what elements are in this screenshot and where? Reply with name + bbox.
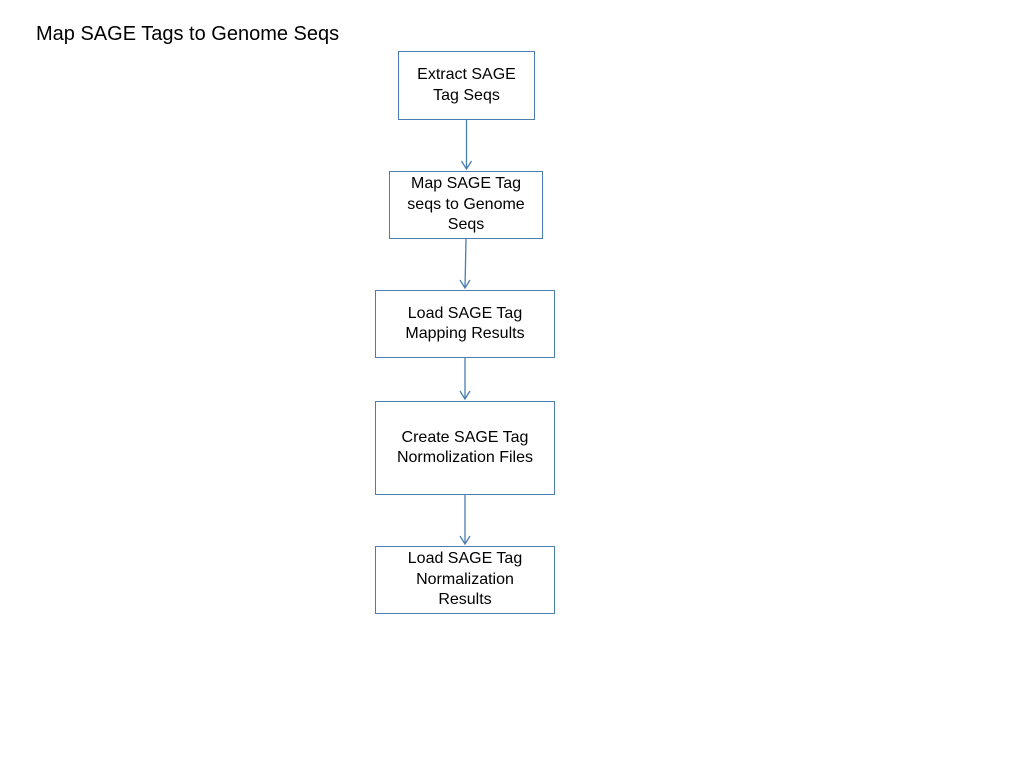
step-label: Map SAGE Tag seqs to Genome Seqs	[407, 175, 525, 234]
step-create-normalization-files[interactable]: Create SAGE Tag Normolization Files	[375, 401, 555, 495]
arrow-head	[460, 160, 473, 171]
step-load-mapping-results[interactable]: Load SAGE Tag Mapping Results	[375, 290, 555, 358]
step-load-normalization-results[interactable]: Load SAGE Tag Normalization Results	[375, 546, 555, 614]
arrow-head	[459, 390, 471, 401]
arrow-load-mapping-to-create-normalization	[459, 358, 471, 401]
page-title: Map SAGE Tags to Genome Seqs	[36, 23, 340, 45]
step-extract-sage-tag-seqs[interactable]: Extract SAGE Tag Seqs	[398, 51, 535, 120]
step-label: Load SAGE Tag Normalization Results	[407, 550, 523, 609]
arrow-shaft	[464, 238, 467, 289]
arrow-create-normalization-to-load-normalization	[459, 495, 471, 546]
step-label: Extract SAGE Tag Seqs	[417, 66, 516, 104]
step-label: Load SAGE Tag Mapping Results	[405, 304, 525, 343]
step-map-tags-to-genome[interactable]: Map SAGE Tag seqs to Genome Seqs	[389, 171, 543, 239]
arrow-head	[459, 535, 471, 546]
step-label: Create SAGE Tag Normolization Files	[396, 428, 534, 467]
arrow-head	[459, 279, 471, 290]
arrow-extract-to-map	[460, 120, 473, 171]
arrow-map-to-load-mapping	[459, 238, 471, 290]
